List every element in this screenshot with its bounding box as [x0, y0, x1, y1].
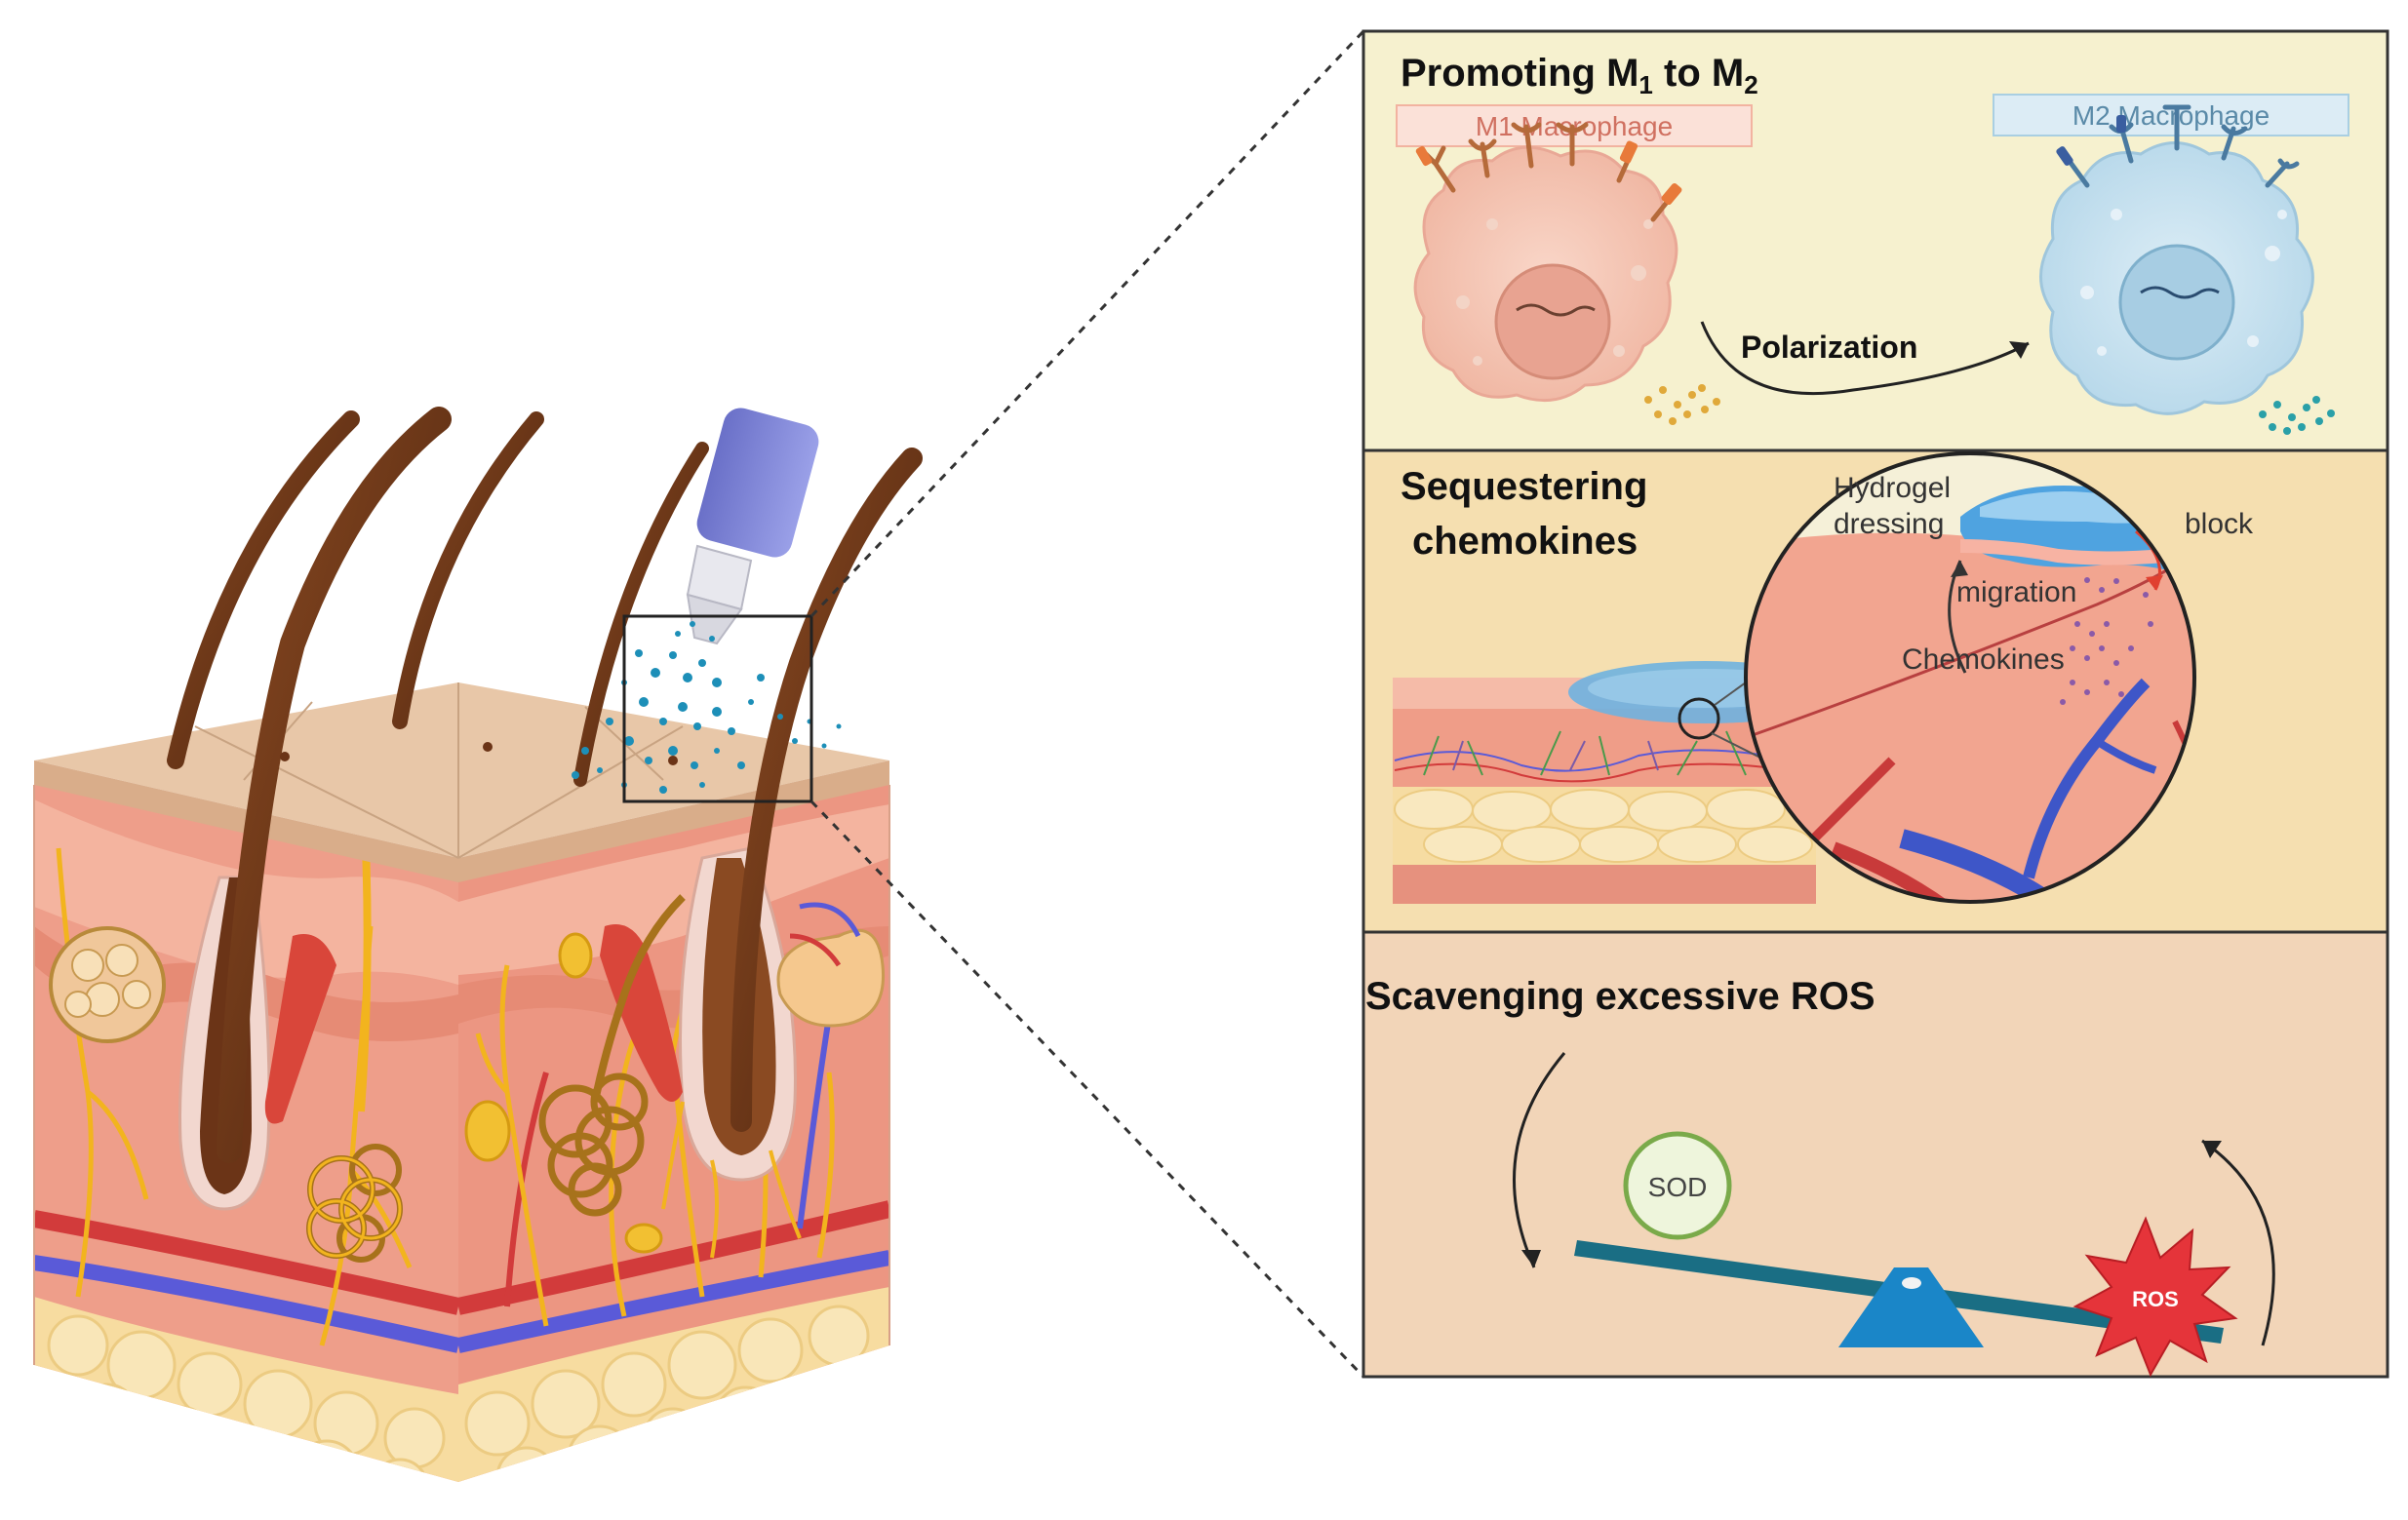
magnifier-icon — [1678, 697, 1720, 740]
panel-polarization-title: Promoting M1 to M2 — [1401, 52, 1758, 99]
chemokines-title-line2: chemokines — [1412, 520, 1638, 563]
m1-macrophage-icon — [1413, 122, 1720, 425]
zoom-box — [622, 614, 813, 803]
ros-label: ROS — [2132, 1287, 2179, 1311]
zoom-line-bottom — [809, 799, 1365, 1379]
starburst-icon — [2072, 1216, 2238, 1378]
sod-label: SOD — [1648, 1172, 1708, 1202]
seesaw-icon — [1574, 1240, 2224, 1347]
chemokines-label: Chemokines — [1902, 643, 2065, 676]
ros-title: Scavenging excessive ROS — [1365, 975, 1875, 1018]
hydrogel-label-line2: dressing — [1834, 508, 1944, 540]
hydrogel-label-line1: Hydrogel — [1834, 472, 1951, 504]
m2-macrophage-icon — [2039, 104, 2335, 435]
block-label: block — [2185, 508, 2254, 540]
left-arrow — [1513, 1052, 1566, 1268]
zoom-line-top — [809, 29, 1365, 618]
polarization-arrow — [1700, 321, 2030, 396]
m2-label-badge — [1993, 94, 2349, 136]
hair-icon — [167, 407, 923, 1163]
magnified-view — [1744, 451, 2196, 904]
chemokines-title-line1: Sequestering — [1401, 465, 1647, 508]
migration-label: migration — [1956, 576, 2076, 608]
right-arrow — [2201, 1139, 2275, 1346]
polarization-label: Polarization — [1741, 330, 1917, 365]
spray-droplets — [572, 621, 842, 794]
spray-bottle-icon — [686, 408, 819, 645]
skin-slab-icon — [1393, 661, 1841, 904]
sod-circle — [1623, 1131, 1732, 1240]
